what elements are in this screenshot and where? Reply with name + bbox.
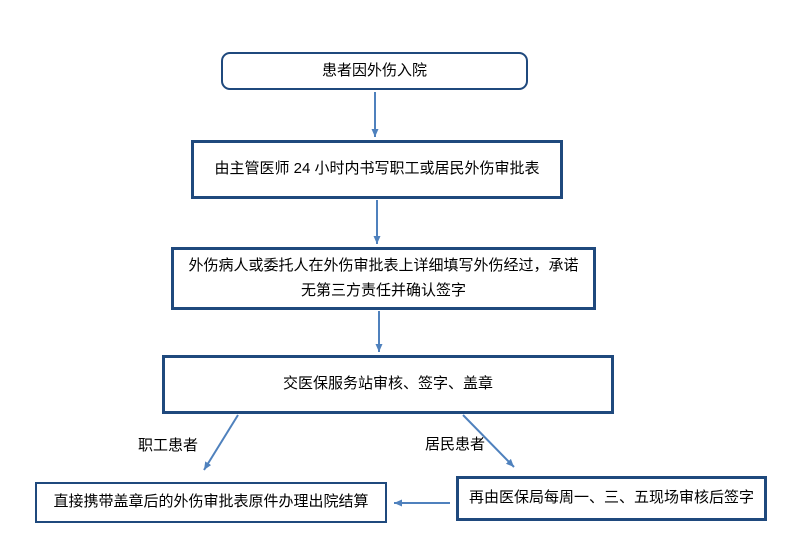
flow-node-admission-label: 患者因外伤入院 — [321, 61, 427, 79]
flow-node-patient-fill: 外伤病人或委托人在外伤审批表上详细填写外伤经过，承诺 无第三方责任并确认签字 — [171, 247, 596, 310]
edge-label-resident-patient: 居民患者 — [425, 436, 486, 453]
flow-node-bureau-review-label: 再由医保局每周一、三、五现场审核后签字 — [468, 489, 754, 507]
flow-node-admission: 患者因外伤入院 — [221, 52, 528, 90]
flow-node-employee-settle: 直接携带盖章后的外伤审批表原件办理出院结算 — [35, 482, 387, 523]
flow-node-service-station-label: 交医保服务站审核、签字、盖章 — [282, 375, 493, 393]
flow-node-service-station: 交医保服务站审核、签字、盖章 — [162, 355, 614, 414]
flow-node-bureau-review: 再由医保局每周一、三、五现场审核后签字 — [456, 476, 767, 521]
flow-node-patient-fill-label: 外伤病人或委托人在外伤审批表上详细填写外伤经过，承诺 无第三方责任并确认签字 — [188, 256, 579, 299]
edge-label-employee-patient: 职工患者 — [138, 437, 199, 454]
arrow-service-station-to-employee-settle — [203, 414, 239, 471]
flow-node-doctor-form: 由主管医师 24 小时内书写职工或居民外伤审批表 — [191, 140, 563, 199]
flow-node-employee-settle-label: 直接携带盖章后的外伤审批表原件办理出院结算 — [53, 493, 369, 511]
flow-node-doctor-form-label: 由主管医师 24 小时内书写职工或居民外伤审批表 — [214, 160, 540, 178]
